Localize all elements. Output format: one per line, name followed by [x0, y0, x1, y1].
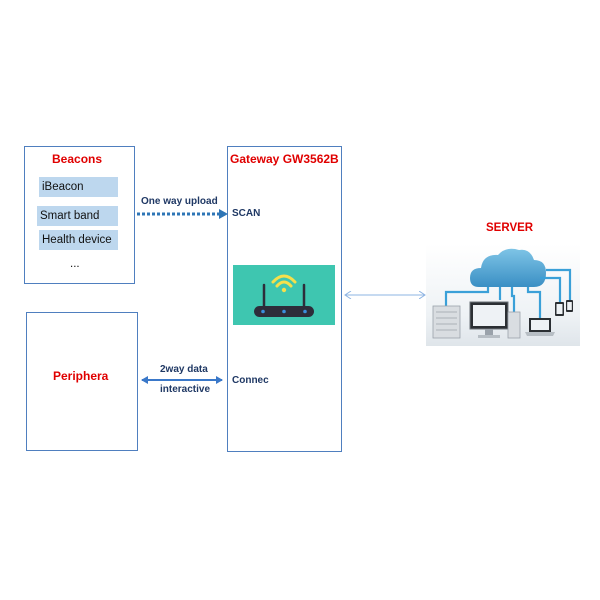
- upload-label: One way upload: [141, 196, 218, 207]
- server-title: SERVER: [486, 222, 534, 234]
- twoway-label-line2: interactive: [160, 384, 211, 395]
- beacon-item-smart-band: Smart band: [37, 206, 118, 226]
- wifi-router-icon: [233, 265, 335, 325]
- beacons-title: Beacons: [52, 152, 103, 166]
- peripheral-box: [26, 312, 138, 451]
- beacon-item-ibeacon: iBeacon: [39, 177, 118, 197]
- peripheral-title: Periphera: [53, 369, 109, 383]
- upload-arrow: [137, 209, 228, 219]
- gateway-scan-label: SCAN: [232, 208, 261, 219]
- gateway-connect-label: Connec: [232, 375, 269, 386]
- twoway-label-line1: 2way data: [160, 364, 208, 375]
- beacon-item-more: ...: [70, 258, 80, 270]
- gateway-title: Gateway GW3562B: [230, 152, 339, 166]
- cloud-network-icon: [426, 244, 580, 346]
- beacon-item-health-device: Health device: [39, 230, 118, 250]
